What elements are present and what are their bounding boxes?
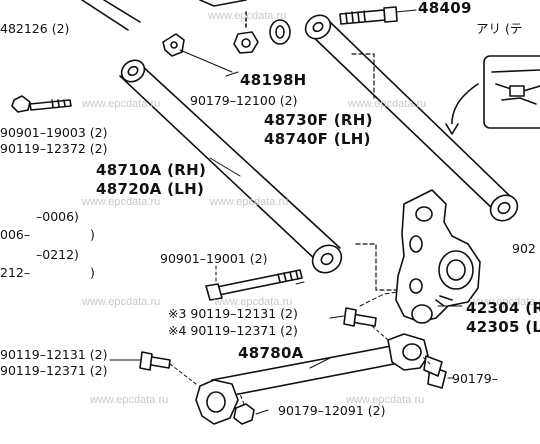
bolt-90179-right-icon — [421, 355, 447, 389]
watermark: www.epcdata.ru — [214, 296, 293, 308]
range-label-1: –0006) — [36, 209, 79, 224]
part-label-90119-12131-n3: ※3 90119–12131 (2) — [168, 306, 298, 321]
nut-90119-lower-icon — [139, 351, 197, 385]
range-label-3: –0212) — [36, 247, 79, 262]
part-label-902: 902 — [512, 241, 536, 256]
part-label-90119-12372: 90119–12372 (2) — [0, 141, 108, 156]
arm-48710a — [119, 59, 343, 274]
part-label-90179-12091: 90179–12091 (2) — [278, 403, 386, 418]
watermark: www.epcdata.ru — [470, 296, 540, 308]
bolt-90901-19003-icon — [11, 95, 72, 113]
part-label-48198h: 48198H — [240, 71, 307, 89]
upper-left-partial-arm — [81, 0, 247, 31]
part-label-48409: 48409 — [418, 0, 472, 17]
watermark: www.epcdata.ru — [82, 296, 161, 308]
part-label-90119-12131: 90119–12131 (2) — [0, 347, 108, 362]
leader-dashed-2 — [351, 53, 375, 99]
part-label-48740f: 48740F (LH) — [264, 130, 371, 148]
range-label-2: 006– — [0, 227, 31, 242]
washer-icon — [269, 19, 291, 45]
part-label-482126: 482126 (2) — [0, 21, 70, 36]
arm-48780a — [195, 325, 429, 425]
leader-dashed-1 — [355, 243, 397, 291]
arm-48730f — [304, 14, 519, 222]
part-label-48710a: 48710A (RH) — [96, 161, 207, 179]
part-label-90901-19003: 90901–19003 (2) — [0, 125, 108, 140]
watermark: www.epcdata.ru — [348, 98, 427, 110]
part-label-90901-19001: 90901–19001 (2) — [160, 251, 268, 266]
range-label-4: 212– — [0, 265, 31, 280]
part-label-90179-right: 90179– — [452, 371, 499, 386]
watermark: www.epcdata.ru — [208, 10, 287, 22]
part-label-90119-12371: 90119–12371 (2) — [0, 363, 108, 378]
part-label-90119-12371-n4: ※4 90119–12371 (2) — [168, 323, 298, 338]
watermark: www.epcdata.ru — [210, 196, 289, 208]
watermark: www.epcdata.ru — [82, 98, 161, 110]
part-label-48730f: 48730F (RH) — [264, 111, 373, 129]
part-label-42305: 42305 (LH) — [466, 318, 540, 336]
watermark: www.epcdata.ru — [82, 196, 161, 208]
range-label-2-paren: ) — [90, 227, 95, 242]
watermark: www.epcdata.ru — [346, 394, 425, 406]
nut-90179-12091-icon — [233, 393, 255, 425]
part-label-90179-12100: 90179–12100 (2) — [190, 93, 298, 108]
bolt-90901-19001-icon — [205, 265, 303, 301]
leader-lines — [109, 71, 463, 415]
part-label-arite: アリ (テ — [476, 21, 523, 36]
inset-detail-box — [445, 55, 540, 135]
watermark: www.epcdata.ru — [90, 394, 169, 406]
bracket-clip-icon — [162, 33, 233, 73]
bolt-48409-icon — [339, 6, 417, 25]
range-label-4-paren: ) — [90, 265, 95, 280]
nut-90119-center-icon — [343, 291, 399, 327]
part-label-48720a: 48720A (LH) — [96, 180, 205, 198]
part-label-48780a: 48780A — [238, 344, 304, 362]
knuckle-42304 — [395, 189, 481, 324]
nut-icon — [233, 11, 259, 54]
part-label-42304: 42304 (RH) — [466, 299, 540, 317]
